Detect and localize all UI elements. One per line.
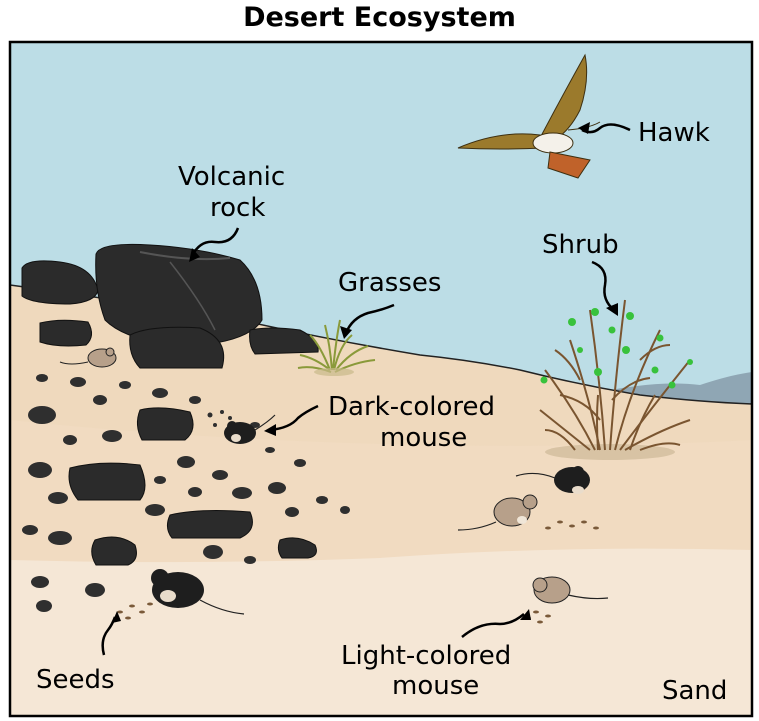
label-light-mouse-line1: Light-colored [341,641,511,671]
label-volcanic-rock-line2: rock [210,193,265,223]
rock [137,408,193,440]
label-dark-mouse-line1: Dark-colored [328,392,495,422]
label-dark-mouse-line2: mouse [380,423,467,453]
rock [92,537,137,565]
sand-near [10,549,752,716]
label-light-mouse-line2: mouse [392,671,479,701]
label-volcanic-rock-line1: Volcanic [178,162,285,192]
label-seeds: Seeds [36,665,115,695]
label-grasses: Grasses [338,268,441,298]
grass-base [314,368,354,376]
rock [40,320,92,346]
label-shrub: Shrub [542,230,619,260]
rock [167,511,252,538]
label-hawk: Hawk [638,118,710,148]
rock [69,463,145,500]
label-sand: Sand [662,676,727,706]
rock [130,327,224,368]
